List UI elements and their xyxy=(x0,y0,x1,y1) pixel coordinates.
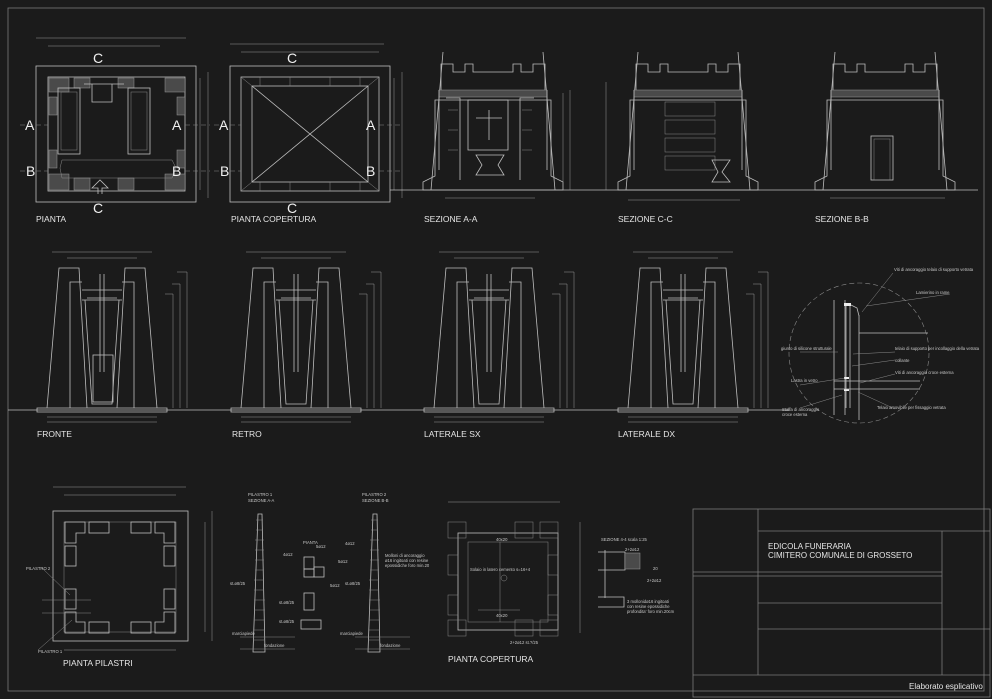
pianta-copertura-top-view: C C A A B B PIANTA COPERTURA xyxy=(214,43,403,224)
pilastro2-subtitle: SEZIONE B-B xyxy=(362,498,389,503)
view-label-pianta-pilastri: PIANTA PILASTRI xyxy=(63,658,133,668)
view-label-laterale-sx: LATERALE SX xyxy=(424,429,481,439)
rebar-note: 2+2ø12 st.?/25 xyxy=(510,640,539,645)
stirrup-label-4: st.ø8/25 xyxy=(279,619,295,624)
sezione-bb-view: SEZIONE B-B xyxy=(814,51,956,224)
sezione-cc-view: SEZIONE C-C xyxy=(605,51,759,224)
pilastri-pianta-label: PIANTA xyxy=(303,540,318,545)
section-mark-a-left: A xyxy=(25,117,35,133)
view-label-retro: RETRO xyxy=(232,429,262,439)
fronte-view: FRONTE xyxy=(36,251,188,439)
detail-note-10: Telaio amovibile per fissaggio vetrata xyxy=(877,405,946,410)
label-pilastro-1: PILASTRO 1 xyxy=(38,649,63,654)
stirrup-label-3: st.ø8/25 xyxy=(279,600,295,605)
detail-note-3: giunto di silicone strutturale xyxy=(781,346,832,351)
stirrup-label-2: st.ø8/25 xyxy=(345,581,361,586)
view-label-pianta-copertura: PIANTA COPERTURA xyxy=(231,214,317,224)
pianta-copertura-bottom-view: 40x20 40x20 Solaio in latero cemento s=1… xyxy=(447,501,675,664)
detail-note-6: Viti di ancoraggio croce esterna xyxy=(895,370,954,375)
beam-label-top: 40x20 xyxy=(496,537,508,542)
view-label-sezione-cc: SEZIONE C-C xyxy=(618,214,673,224)
detail-note-4: telaio di supporto per incollaggio della… xyxy=(895,346,980,351)
rebar-5-top: 5ø12 xyxy=(316,544,326,549)
section-mark-b-left-2: B xyxy=(220,163,229,179)
view-label-fronte: FRONTE xyxy=(37,429,72,439)
pilastri-sections: PILASTRO 1 SEZIONE A-A PILASTRO 2 SEZION… xyxy=(230,492,430,653)
view-label-sezione-bb: SEZIONE B-B xyxy=(815,214,869,224)
detail-note-7: Lastra in vetro xyxy=(791,378,818,383)
marciapiede-label-1: marciapiede xyxy=(232,631,255,636)
pilastro1-subtitle: SEZIONE A-A xyxy=(248,498,275,503)
detail-note-2: Lamierino in rame xyxy=(916,290,950,295)
section-mark-b-left: B xyxy=(26,163,35,179)
fondazione-label-1: fondazione xyxy=(264,643,285,648)
solaio-label: Solaio in latero cemento s=16+4 xyxy=(470,567,531,572)
section-mark-a-right: A xyxy=(172,117,182,133)
fondazione-label-2: fondazione xyxy=(380,643,401,648)
rebar-top-label: 2+2ø12 xyxy=(625,547,640,552)
label-pilastro-2: PILASTRO 2 xyxy=(26,566,51,571)
detail-note-5: collante xyxy=(895,358,910,363)
retro-view: RETRO xyxy=(230,251,382,439)
pilastro2-title: PILASTRO 2 xyxy=(362,492,387,497)
pianta-pilastri-view: PILASTRO 2 PILASTRO 1 PIANTA PILASTRI xyxy=(26,486,213,668)
rebar-4-left: 4ø12 xyxy=(283,552,293,557)
view-label-pianta: PIANTA xyxy=(36,214,66,224)
laterale-dx-view: LATERALE DX xyxy=(617,251,769,439)
anchor-note-b: con resine epossidiche xyxy=(627,604,670,609)
sezione-aa-view: SEZIONE A-A xyxy=(422,51,571,224)
section-44-title: SEZIONE 4-4 scala 1:25 xyxy=(601,537,648,542)
rebar-bot-label: 2+2ø12 xyxy=(647,578,662,583)
anchor-note-c: profondita' foro min.20cm xyxy=(627,609,675,614)
marciapiede-label-2: marciapiede xyxy=(340,631,363,636)
section-mark-b-right: B xyxy=(172,163,181,179)
section-mark-a-right-2: A xyxy=(366,117,376,133)
title-block: EDICOLA FUNERARIA CIMITERO COMUNALE DI G… xyxy=(692,508,991,698)
view-label-laterale-dx: LATERALE DX xyxy=(618,429,675,439)
laterale-sx-view: LATERALE SX xyxy=(423,251,575,439)
detail-note-1: Viti di ancoraggio telaio di supporto ve… xyxy=(894,267,974,272)
detail-note-8: Staffa di ancoraggio xyxy=(782,407,820,412)
anchor-note-2: ø16 ingitoati con resine xyxy=(385,558,429,563)
rebar-4-right: 4ø12 xyxy=(345,541,355,546)
beam-height-label: 20 xyxy=(653,566,658,571)
beam-label-bottom: 40x20 xyxy=(496,613,508,618)
anchor-note-3: epossidiche foro min.20 xyxy=(385,563,430,568)
anchor-note-1: Molloni di ancoraggio xyxy=(385,553,425,558)
pianta-view: C C A A B B PIANTA xyxy=(20,37,210,224)
section-mark-c-bottom-2: C xyxy=(287,200,297,216)
rebar-5-right: 5ø12 xyxy=(338,559,348,564)
title-footer: Elaborato esplicativo xyxy=(909,682,983,691)
view-label-pianta-copertura-bottom: PIANTA COPERTURA xyxy=(448,654,534,664)
rebar-5-bottom: 5ø12 xyxy=(330,583,340,588)
anchor-note-a: 3 mollonidø16 ingitoati xyxy=(627,599,669,604)
stirrup-label-1: st.ø8/25 xyxy=(230,581,246,586)
pilastro1-title: PILASTRO 1 xyxy=(248,492,273,497)
section-mark-c-bottom: C xyxy=(93,200,103,216)
sheet-border xyxy=(7,7,985,692)
title-line-2: CIMITERO COMUNALE DI GROSSETO xyxy=(768,551,912,560)
section-mark-c-top: C xyxy=(93,50,103,66)
section-mark-c-top-2: C xyxy=(287,50,297,66)
detail-note-9: croce esterna xyxy=(782,412,808,417)
view-label-sezione-aa: SEZIONE A-A xyxy=(424,214,478,224)
section-mark-a-left-2: A xyxy=(219,117,229,133)
glass-detail: Viti di ancoraggio telaio di supporto ve… xyxy=(781,267,980,424)
section-mark-b-right-2: B xyxy=(366,163,375,179)
title-line-1: EDICOLA FUNERARIA xyxy=(768,542,852,551)
